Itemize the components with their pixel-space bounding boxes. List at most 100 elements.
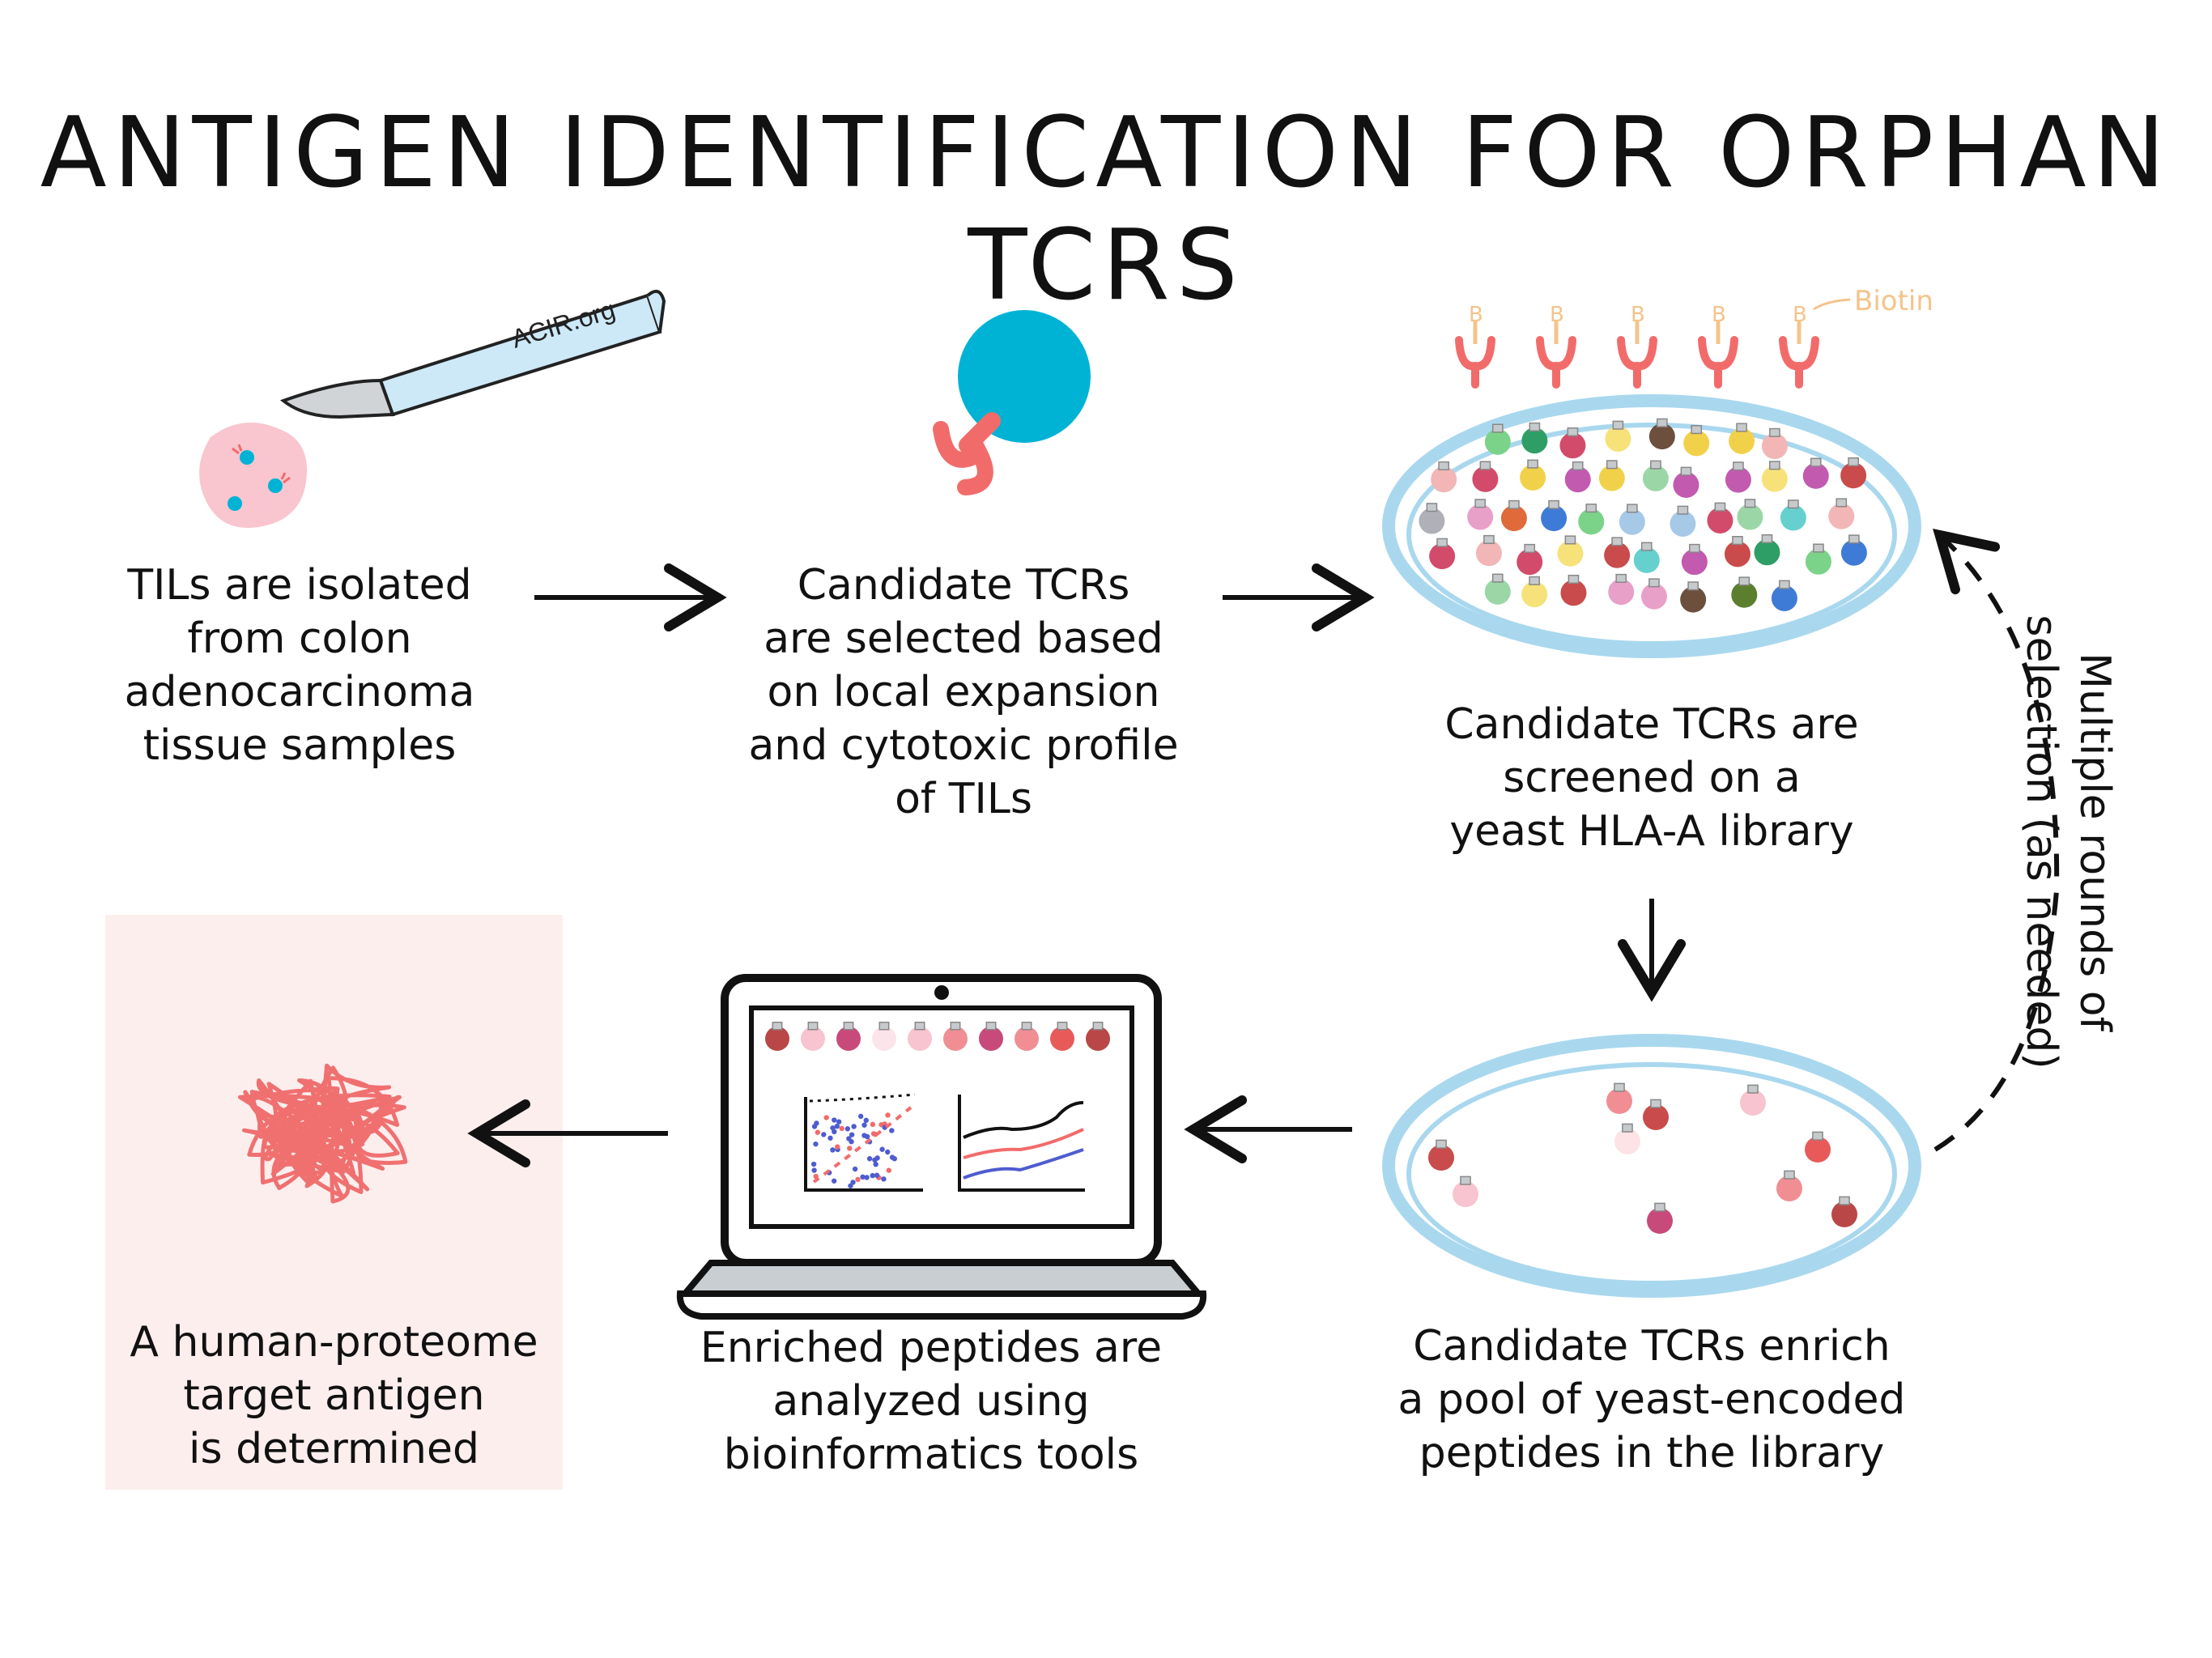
yeast-cell-icon [1453, 1175, 1478, 1207]
yeast-cell-icon [1754, 534, 1780, 566]
biotin-label-text: Biotin [1854, 285, 1933, 317]
yeast-cell-icon [836, 1022, 861, 1051]
yeast-cell-icon [908, 1022, 932, 1051]
caption-line: adenocarcinoma [124, 668, 475, 716]
yeast-cell-icon [872, 1022, 896, 1051]
yeast-cell-icon [801, 1022, 825, 1051]
yeast-cell-icon [1472, 461, 1499, 492]
laptop-icon [676, 974, 1207, 1320]
yeast-cell-icon [1604, 537, 1631, 568]
yeast-cell-icon [1015, 1022, 1039, 1051]
biotin-tcr-icon: B [1779, 303, 1819, 389]
caption-line: screened on a [1503, 754, 1801, 802]
yeast-cell-icon [1802, 457, 1829, 489]
enriched-yeast-dish [1382, 1034, 1921, 1298]
biotin-mark: B [1631, 303, 1645, 327]
yeast-cell-icon [1633, 542, 1660, 573]
yeast-cell-icon [1640, 578, 1667, 610]
caption-line: TILs are isolated [127, 561, 472, 610]
yeast-cell-icon [1608, 573, 1635, 606]
yeast-cell-icon [1467, 499, 1494, 530]
yeast-cell-icon [1648, 418, 1675, 450]
yeast-cell-icon [1840, 457, 1867, 489]
step-5-caption: Enriched peptides are analyzed using bioin… [672, 1321, 1190, 1482]
yeast-cell-icon [1475, 534, 1502, 567]
caption-line: peptides in the library [1419, 1429, 1885, 1477]
yeast-cell-icon [1840, 534, 1867, 566]
yeast-cell-icon [1828, 498, 1855, 529]
caption-line: yeast HLA-A library [1449, 807, 1854, 856]
yeast-cell-icon [1428, 1139, 1454, 1171]
target-antigen-icon [238, 1063, 408, 1204]
yeast-cell-icon [1086, 1022, 1110, 1051]
yeast-cell-icon [1761, 461, 1788, 492]
yeast-cell-icon [1559, 427, 1586, 459]
yeast-cell-icon [1647, 1202, 1673, 1234]
caption-line: of TILs [895, 775, 1032, 823]
tissue-sample-icon [199, 423, 308, 528]
caption-line: from colon [187, 614, 412, 663]
yeast-cell-icon [1805, 1131, 1831, 1163]
biotin-label: Biotin [1813, 285, 1933, 317]
line-plot-thumbnail [958, 1095, 1085, 1192]
yeast-cell-icon [1521, 422, 1548, 454]
yeast-cell-icon [1761, 427, 1788, 460]
arrow-selection-loop [1933, 528, 2060, 1152]
yeast-cell-icon [1516, 543, 1543, 576]
biotin-mark: B [1550, 303, 1564, 327]
yeast-cell-icon [1564, 461, 1591, 493]
yeast-cell-icon [1560, 574, 1587, 606]
yeast-cell-icon [1670, 505, 1696, 537]
yeast-cell-icon [1805, 543, 1831, 575]
scatter-plot-thumbnail [804, 1093, 923, 1192]
yeast-cell-icon [1729, 423, 1755, 454]
yeast-library-dish [1382, 394, 1921, 658]
yeast-cell-icon [1521, 576, 1548, 608]
scalpel-icon: ACIR.org [279, 289, 666, 419]
caption-line: is determined [189, 1425, 479, 1473]
page-title: Antigen Identification for Orphan TCRs [40, 97, 2172, 322]
yeast-cell-icon [1619, 504, 1645, 535]
yeast-cell-icon [1643, 1099, 1669, 1130]
yeast-cell-icon [1681, 543, 1708, 576]
yeast-cell-icon [1614, 1123, 1640, 1154]
yeast-cell-icon [1680, 581, 1707, 613]
biotin-mark: B [1469, 303, 1483, 327]
yeast-cell-icon [1780, 500, 1806, 531]
caption-line: a pool of yeast-encoded [1397, 1375, 1906, 1424]
yeast-cell-icon [1776, 1170, 1802, 1201]
yeast-cell-icon [1419, 503, 1445, 534]
yeast-cell-icon [1484, 573, 1511, 605]
yeast-cell-icon [1683, 425, 1710, 457]
yeast-cell-icon [1520, 459, 1546, 491]
caption-line: on local expansion [767, 668, 1160, 716]
yeast-cell-icon [1500, 500, 1527, 532]
t-cell-icon [933, 310, 1091, 495]
caption-line: Candidate TCRs are [1444, 700, 1859, 749]
yeast-cell-icon [1831, 1196, 1857, 1227]
caption-line: bioinformatics tools [723, 1431, 1139, 1479]
yeast-cell-icon [1429, 538, 1456, 570]
caption-line: and cytotoxic profile [748, 721, 1179, 770]
caption-line: Enriched peptides are [700, 1324, 1163, 1372]
yeast-cell-icon [1598, 460, 1625, 491]
yeast-cell-icon [1484, 423, 1511, 455]
caption-line: A human-proteome [130, 1318, 538, 1367]
biotin-tcr-icon: B [1698, 303, 1738, 389]
step-3-caption: Candidate TCRs are screened on a yeast HLA… [1368, 698, 1935, 858]
caption-line: Candidate TCRs enrich [1413, 1322, 1891, 1371]
caption-line: Candidate TCRs [797, 561, 1130, 610]
yeast-cell-icon [1642, 460, 1669, 491]
biotin-tcr-icon: B [1536, 303, 1576, 389]
caption-line: are selected based [764, 614, 1163, 663]
yeast-cell-icon [1731, 576, 1758, 608]
yeast-cell-icon [1578, 504, 1605, 535]
biotin-tcr-icon: B [1617, 303, 1657, 389]
caption-line: analyzed using [772, 1377, 1090, 1426]
